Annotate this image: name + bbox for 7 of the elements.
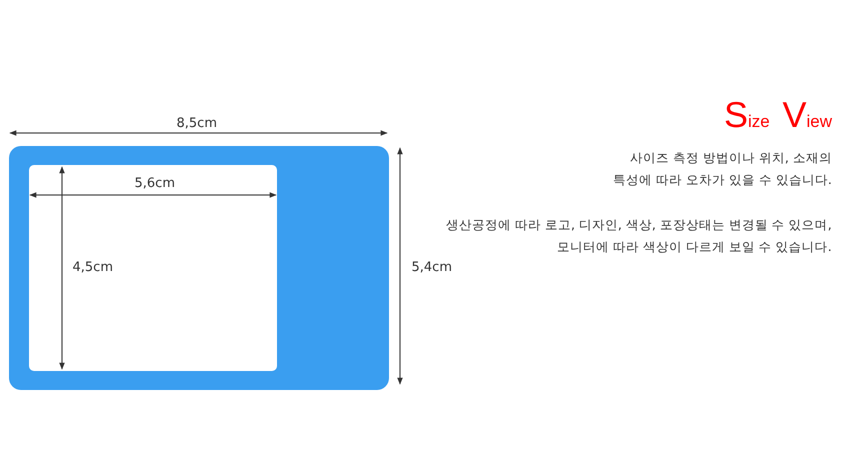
- dimension-label: 5,4cm: [412, 260, 452, 276]
- dimension-label: 5,6cm: [134, 176, 175, 192]
- title: Size View: [724, 100, 832, 137]
- note-text: 사이즈 측정 방법이나 위치, 소재의 특성에 따라 오차가 있을 수 있습니다.: [613, 149, 832, 189]
- dimension-label: 8,5cm: [176, 116, 217, 132]
- dimension-label: 4,5cm: [72, 260, 113, 276]
- note-text: 생산공정에 따라 로고, 디자인, 색상, 포장상태는 변경될 수 있으며, 모니터에 따라 색상이 다르게 보일 수 있습니다.: [446, 216, 832, 256]
